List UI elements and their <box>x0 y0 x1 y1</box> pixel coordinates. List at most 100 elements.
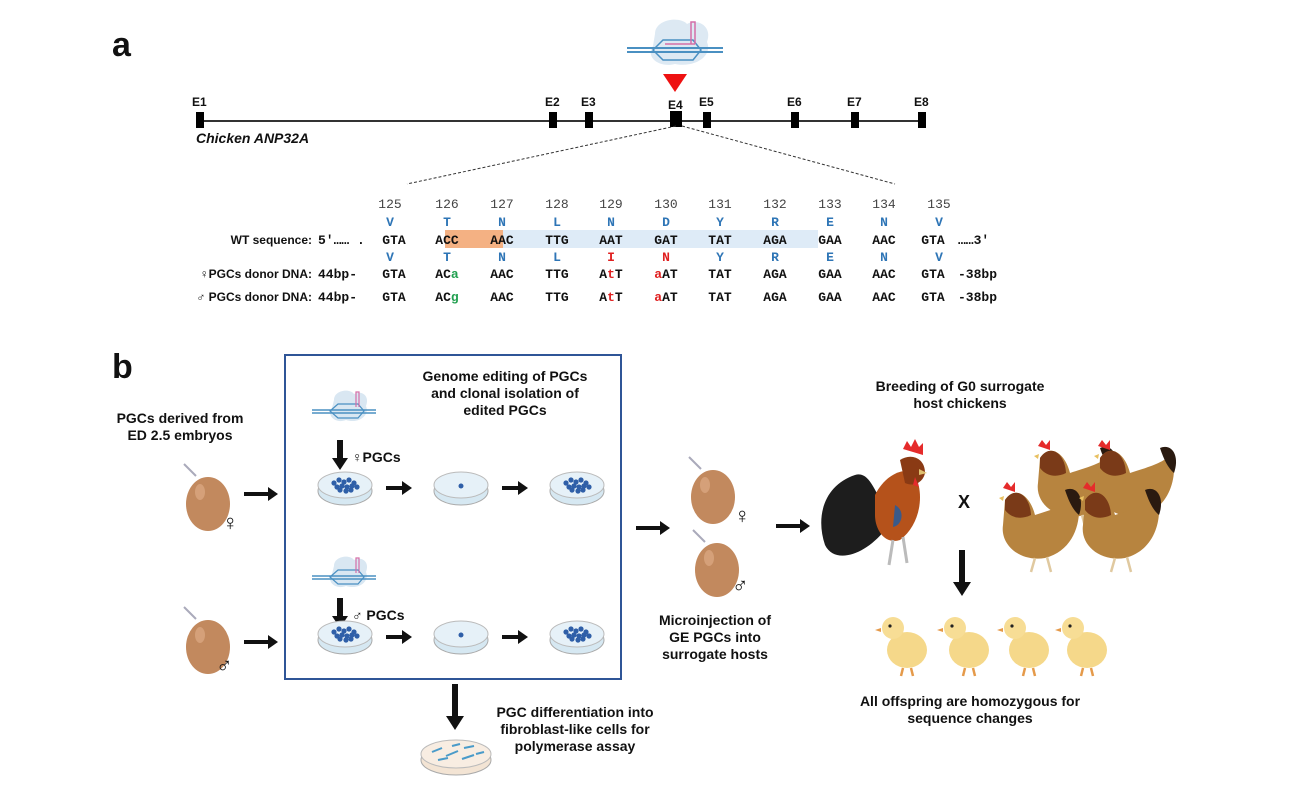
wt-sequence-label: WT sequence: <box>230 233 312 247</box>
female-donor-label: ♀PGCs donor DNA: <box>199 267 312 281</box>
base: AT <box>662 290 678 305</box>
donor-amino-acid: R <box>771 250 779 265</box>
pgc-colony-dish-icon <box>549 471 605 506</box>
base: AC <box>435 290 451 305</box>
base: AAC <box>490 267 514 282</box>
donor-amino-acid: N <box>880 250 888 265</box>
egg-male-icon <box>183 606 230 674</box>
male-donor-codon: aAT <box>646 290 686 305</box>
differentiation-caption: PGC differentiation into fibroblast-like… <box>470 704 680 755</box>
chick-icon <box>997 617 1049 677</box>
caption-line: PGCs derived from <box>116 410 244 426</box>
base: GTA <box>382 290 406 305</box>
mutated-base: a <box>654 290 663 305</box>
breeding-caption: Breeding of G0 surrogate host chickens <box>850 378 1070 412</box>
arrow-right-icon <box>244 487 278 501</box>
offspring-caption: All offspring are homozygous for sequenc… <box>850 693 1090 727</box>
cross-symbol: X <box>958 492 971 512</box>
male-donor-codon: GAA <box>810 290 850 305</box>
female-donor-codon: AAC <box>482 267 522 282</box>
base: GAA <box>818 290 842 305</box>
female-donor-codon: AGA <box>755 267 795 282</box>
male-symbol: ♂ <box>732 573 749 598</box>
donor-amino-acid: T <box>443 250 451 265</box>
wt-amino-acid: R <box>771 215 779 230</box>
panel-b-label: b <box>112 348 133 386</box>
codon-position: 131 <box>708 197 732 212</box>
caption-line: edited PGCs <box>463 402 547 418</box>
wt-codon: TAT <box>708 233 732 248</box>
caption-line: fibroblast-like cells for <box>500 721 650 737</box>
exon-label: E6 <box>787 95 802 109</box>
male-donor-codon: ACg <box>427 290 467 305</box>
arrow-down-icon <box>953 550 971 596</box>
donor-amino-acid: V <box>386 250 394 265</box>
male-pgcs-label: ♂ PGCs <box>352 607 405 623</box>
base: A <box>599 290 608 305</box>
female-donor-codon: GTA <box>374 267 414 282</box>
pgc-colony-dish-icon <box>549 620 605 655</box>
caption-line: Genome editing of PGCs <box>422 368 588 384</box>
donor-amino-acid: Y <box>716 250 724 265</box>
guide-highlight <box>445 230 818 248</box>
wt-codon: AAC <box>872 233 896 248</box>
surrogate-egg-female-icon <box>688 456 735 524</box>
pgc-colony-dish-icon <box>317 620 373 655</box>
male-donor-codon: AGA <box>755 290 795 305</box>
pgc-colony-dish-icon <box>317 471 373 506</box>
fibroblast-dish-icon <box>420 739 492 776</box>
caption-line: and clonal isolation of <box>431 385 579 401</box>
wt-codon: TTG <box>545 233 569 248</box>
female-symbol: ♀ <box>734 503 751 528</box>
single-clone-dish-icon <box>433 620 489 655</box>
wt-codon: AGA <box>763 233 787 248</box>
mutated-base: a <box>654 267 663 282</box>
exon-label: E4 <box>668 98 683 112</box>
arrow-right-icon <box>636 521 670 535</box>
caption-line: All offspring are homozygous for <box>859 693 1081 709</box>
male-donor-codon: AAC <box>864 290 904 305</box>
cas9-complex-icon <box>312 556 376 588</box>
wt-amino-acid: L <box>553 215 561 230</box>
exon-label: E1 <box>192 95 207 109</box>
mutated-base: t <box>607 290 615 305</box>
genome-editing-box <box>284 354 622 680</box>
wt-codon: GTA <box>382 233 406 248</box>
arrow-down-icon <box>332 598 348 628</box>
donor-amino-acid: V <box>935 250 943 265</box>
arrow-right-icon <box>502 481 528 495</box>
exon-block <box>670 111 682 127</box>
base: GTA <box>382 267 406 282</box>
exon-block <box>585 112 593 128</box>
chick-icon <box>1055 617 1107 677</box>
base: AGA <box>763 267 787 282</box>
base: T <box>614 267 623 282</box>
base: AC <box>435 267 451 282</box>
codon-position: 132 <box>763 197 787 212</box>
arrow-down-icon <box>332 440 348 470</box>
exon-block <box>851 112 859 128</box>
editing-caption: Genome editing of PGCs and clonal isolat… <box>395 368 615 419</box>
male-symbol: ♂ <box>216 653 233 678</box>
rooster-icon <box>821 439 927 566</box>
caption-line: host chickens <box>913 395 1007 411</box>
wt-amino-acid: V <box>935 215 943 230</box>
chick-icon <box>875 617 927 677</box>
caption-line: PGC differentiation into <box>496 704 654 720</box>
hen-icon <box>1079 482 1162 573</box>
cas9-complex-icon <box>627 19 723 65</box>
arrow-right-icon <box>776 519 810 533</box>
wt-amino-acid: N <box>498 215 506 230</box>
caption-line: surrogate hosts <box>662 646 768 662</box>
arrow-right-icon <box>244 635 278 649</box>
arrow-right-icon <box>386 481 412 495</box>
gene-name: Chicken ANP32A <box>196 130 310 146</box>
male-donor-label: ♂ PGCs donor DNA: <box>196 290 312 304</box>
donor-amino-acid: E <box>826 250 834 265</box>
male-donor-codon: AAC <box>482 290 522 305</box>
caption-line: polymerase assay <box>514 738 636 754</box>
base: GTA <box>921 290 945 305</box>
base: T <box>614 290 623 305</box>
codon-position: 129 <box>599 197 623 212</box>
exon-block <box>196 112 204 128</box>
